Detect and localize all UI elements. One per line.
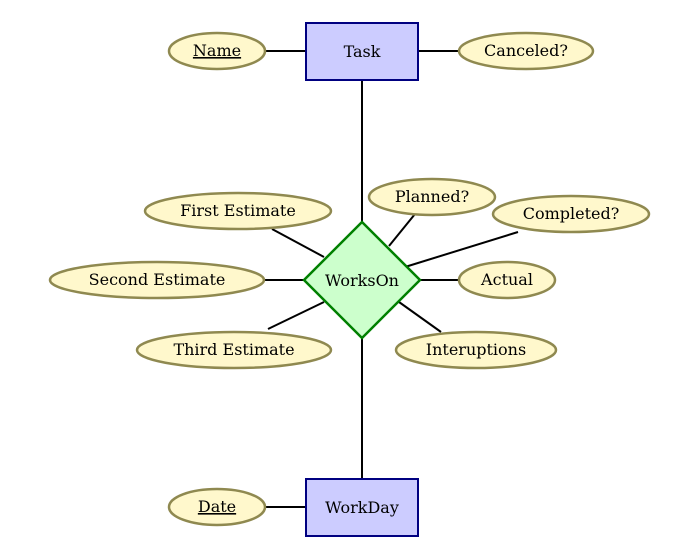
attribute-actual-ellipse: [457, 260, 557, 300]
attribute-name-ellipse: [167, 31, 267, 71]
attribute-date-ellipse: [167, 487, 267, 527]
attribute-interuptions-label: Interuptions: [426, 340, 526, 359]
edge-worksOn-completed: [404, 231, 519, 268]
attribute-first-estimate[interactable]: First Estimate: [143, 191, 333, 231]
relationship-worksOn-diamond: [302, 220, 422, 340]
attribute-name-label: Name: [193, 41, 241, 60]
attribute-actual[interactable]: Actual: [457, 260, 557, 300]
entity-workday-label: WorkDay: [325, 498, 399, 517]
attribute-canceled-ellipse: [457, 31, 595, 71]
attribute-date-label: Date: [198, 497, 236, 516]
attribute-completed-ellipse: [491, 194, 651, 234]
attribute-actual-label: Actual: [480, 270, 533, 289]
attribute-name[interactable]: Name: [167, 31, 267, 71]
relationship-worksOn-label: WorksOn: [325, 271, 399, 290]
edge-worksOn-planned: [388, 213, 416, 247]
attribute-canceled-label: Canceled?: [484, 41, 568, 60]
relationship-worksOn[interactable]: WorksOn: [302, 220, 422, 340]
attribute-second-estimate-ellipse: [48, 260, 266, 300]
entity-task-label: Task: [344, 42, 381, 61]
attribute-interuptions[interactable]: Interuptions: [394, 330, 558, 370]
attribute-planned-label: Planned?: [395, 187, 469, 206]
attribute-completed[interactable]: Completed?: [491, 194, 651, 234]
edges: [264, 50, 519, 508]
edge-worksOn-first-estimate: [271, 228, 325, 258]
attribute-second-estimate[interactable]: Second Estimate: [48, 260, 266, 300]
attribute-second-estimate-label: Second Estimate: [89, 270, 226, 289]
attribute-planned-ellipse: [367, 177, 497, 217]
entity-task[interactable]: Task: [305, 22, 419, 81]
entity-task-box: [305, 22, 419, 81]
attribute-third-estimate-ellipse: [135, 330, 333, 370]
attribute-first-estimate-label: First Estimate: [180, 201, 296, 220]
edge-worksOn-third-estimate: [267, 301, 325, 330]
attribute-first-estimate-ellipse: [143, 191, 333, 231]
edge-worksOn-interuptions: [398, 301, 442, 333]
entity-workday[interactable]: WorkDay: [305, 478, 419, 537]
entity-workday-box: [305, 478, 419, 537]
attribute-date[interactable]: Date: [167, 487, 267, 527]
attribute-planned[interactable]: Planned?: [367, 177, 497, 217]
attribute-canceled[interactable]: Canceled?: [457, 31, 595, 71]
attribute-completed-label: Completed?: [523, 204, 620, 223]
attribute-third-estimate[interactable]: Third Estimate: [135, 330, 333, 370]
attribute-third-estimate-label: Third Estimate: [173, 340, 294, 359]
attribute-interuptions-ellipse: [394, 330, 558, 370]
